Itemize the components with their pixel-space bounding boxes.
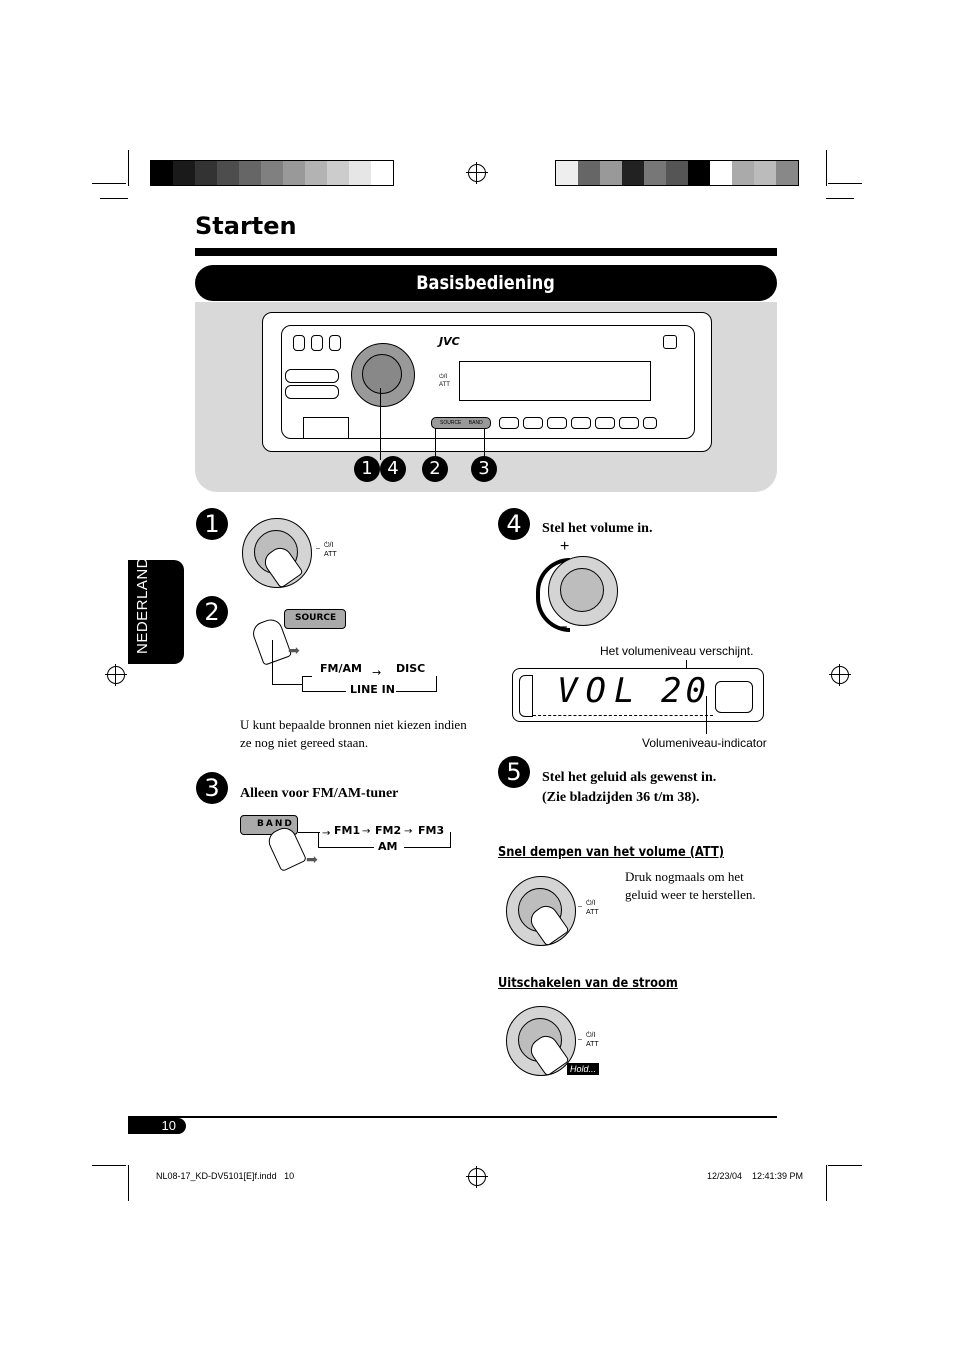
band-flow-d: AM (378, 840, 398, 853)
display-window (459, 361, 651, 401)
color-swatch (710, 161, 732, 185)
footer-time: 12:41:39 PM (752, 1171, 804, 1181)
color-swatch (349, 161, 371, 185)
callout-4: 4 (380, 456, 406, 482)
color-swatch (754, 161, 776, 185)
step-1-att-label: ATT (324, 551, 337, 558)
step-3-number: 3 (196, 772, 228, 804)
step-4-number: 4 (498, 508, 530, 540)
step-4-heading: Stel het volume in. (542, 521, 653, 536)
color-swatch (622, 161, 644, 185)
att-section-title: Snel dempen van het volume (ATT) (498, 845, 724, 860)
color-bar-right (555, 160, 799, 186)
footer-date: 12/23/04 (707, 1171, 743, 1181)
color-swatch (371, 161, 393, 185)
color-swatch (578, 161, 600, 185)
step-4-knob[interactable] (548, 556, 618, 626)
page-number: 10 (161, 1118, 176, 1133)
color-swatch (195, 161, 217, 185)
color-swatch (305, 161, 327, 185)
banner-title: Basisbediening (416, 272, 556, 294)
step-5-line1: Stel het geluid als gewenst in. (542, 770, 717, 785)
page-number-tab: 10 (128, 1118, 186, 1134)
footer-rule (128, 1116, 777, 1118)
lcd-display: VOL 20 (512, 668, 764, 722)
color-bar-left (150, 160, 394, 186)
callout-2: 2 (422, 456, 448, 482)
color-swatch (666, 161, 688, 185)
title-rule (195, 248, 777, 256)
volume-plus: + (560, 538, 570, 555)
registration-mark-left (105, 664, 127, 686)
step-5-line2: (Zie bladzijden 36 t/m 38). (542, 790, 700, 805)
callout-1: 1 (354, 456, 380, 482)
step-3-heading: Alleen voor FM/AM-tuner (240, 786, 399, 801)
band-label: BAND (468, 420, 483, 426)
language-tab: NEDERLANDS (128, 546, 184, 664)
att-power-label: ⏻/I (586, 900, 596, 907)
source-flow-b: DISC (396, 662, 426, 675)
power-att-label: ⏻/I ATT (439, 374, 450, 388)
color-swatch (327, 161, 349, 185)
footer-file-name: NL08-17_KD-DV5101[E]f.indd 10 (156, 1171, 295, 1181)
volume-level-indicator (715, 681, 753, 713)
off-att-label: ATT (586, 1041, 599, 1048)
step-5-number: 5 (498, 756, 530, 788)
car-stereo-faceplate: JVC ⏻/I ATT SOURCE BAND (262, 312, 712, 452)
band-flow-b: FM2 (375, 824, 402, 837)
att-att-label: ATT (586, 909, 599, 916)
registration-mark-bottom (466, 1166, 488, 1188)
step-2-number: 2 (196, 596, 228, 628)
source-band-buttons[interactable]: SOURCE BAND (431, 417, 491, 429)
off-power-label: ⏻/I (586, 1032, 596, 1039)
color-swatch (776, 161, 798, 185)
step-1-number: 1 (196, 508, 228, 540)
band-flow-c: FM3 (418, 824, 445, 837)
att-note: Druk nogmaals om het geluid weer te hers… (625, 869, 756, 902)
color-swatch (261, 161, 283, 185)
display-caption-bottom: Volumeniveau-indicator (642, 736, 767, 750)
registration-mark-top (466, 162, 488, 184)
off-section-title: Uitschakelen van de stroom (498, 976, 678, 991)
preset-buttons[interactable] (499, 416, 679, 434)
lcd-value: 20 (661, 671, 710, 711)
display-caption-top: Het volumeniveau verschijnt. (600, 644, 754, 658)
color-swatch (151, 161, 173, 185)
lcd-text: VOL (557, 671, 643, 711)
band-button-label: BAND (257, 819, 294, 829)
callout-3: 3 (471, 456, 497, 482)
source-flow-a: FM/AM (320, 662, 362, 675)
color-swatch (239, 161, 261, 185)
step-1-power-label: ⏻/I (324, 542, 334, 549)
source-flow-c: LINE IN (350, 683, 395, 696)
source-button[interactable]: SOURCE (284, 609, 346, 629)
registration-mark-right (829, 664, 851, 686)
source-button-label: SOURCE (295, 613, 337, 623)
press-arrow: ➡ (288, 643, 300, 659)
brand-logo: JVC (439, 335, 460, 348)
source-label: SOURCE (440, 420, 462, 426)
color-swatch (283, 161, 305, 185)
color-swatch (556, 161, 578, 185)
color-swatch (644, 161, 666, 185)
color-swatch (732, 161, 754, 185)
color-swatch (688, 161, 710, 185)
hold-label: Hold... (567, 1063, 600, 1075)
press-arrow-band: ➡ (306, 852, 318, 868)
step-2-note: U kunt bepaalde bronnen niet kiezen indi… (240, 717, 467, 750)
color-swatch (173, 161, 195, 185)
banner: Basisbediening (195, 265, 777, 301)
language-label: NEDERLANDS (134, 546, 151, 654)
color-swatch (217, 161, 239, 185)
color-swatch (600, 161, 622, 185)
section-title: Starten (195, 212, 297, 240)
band-flow-a: FM1 (334, 824, 361, 837)
volume-knob[interactable] (351, 343, 415, 407)
